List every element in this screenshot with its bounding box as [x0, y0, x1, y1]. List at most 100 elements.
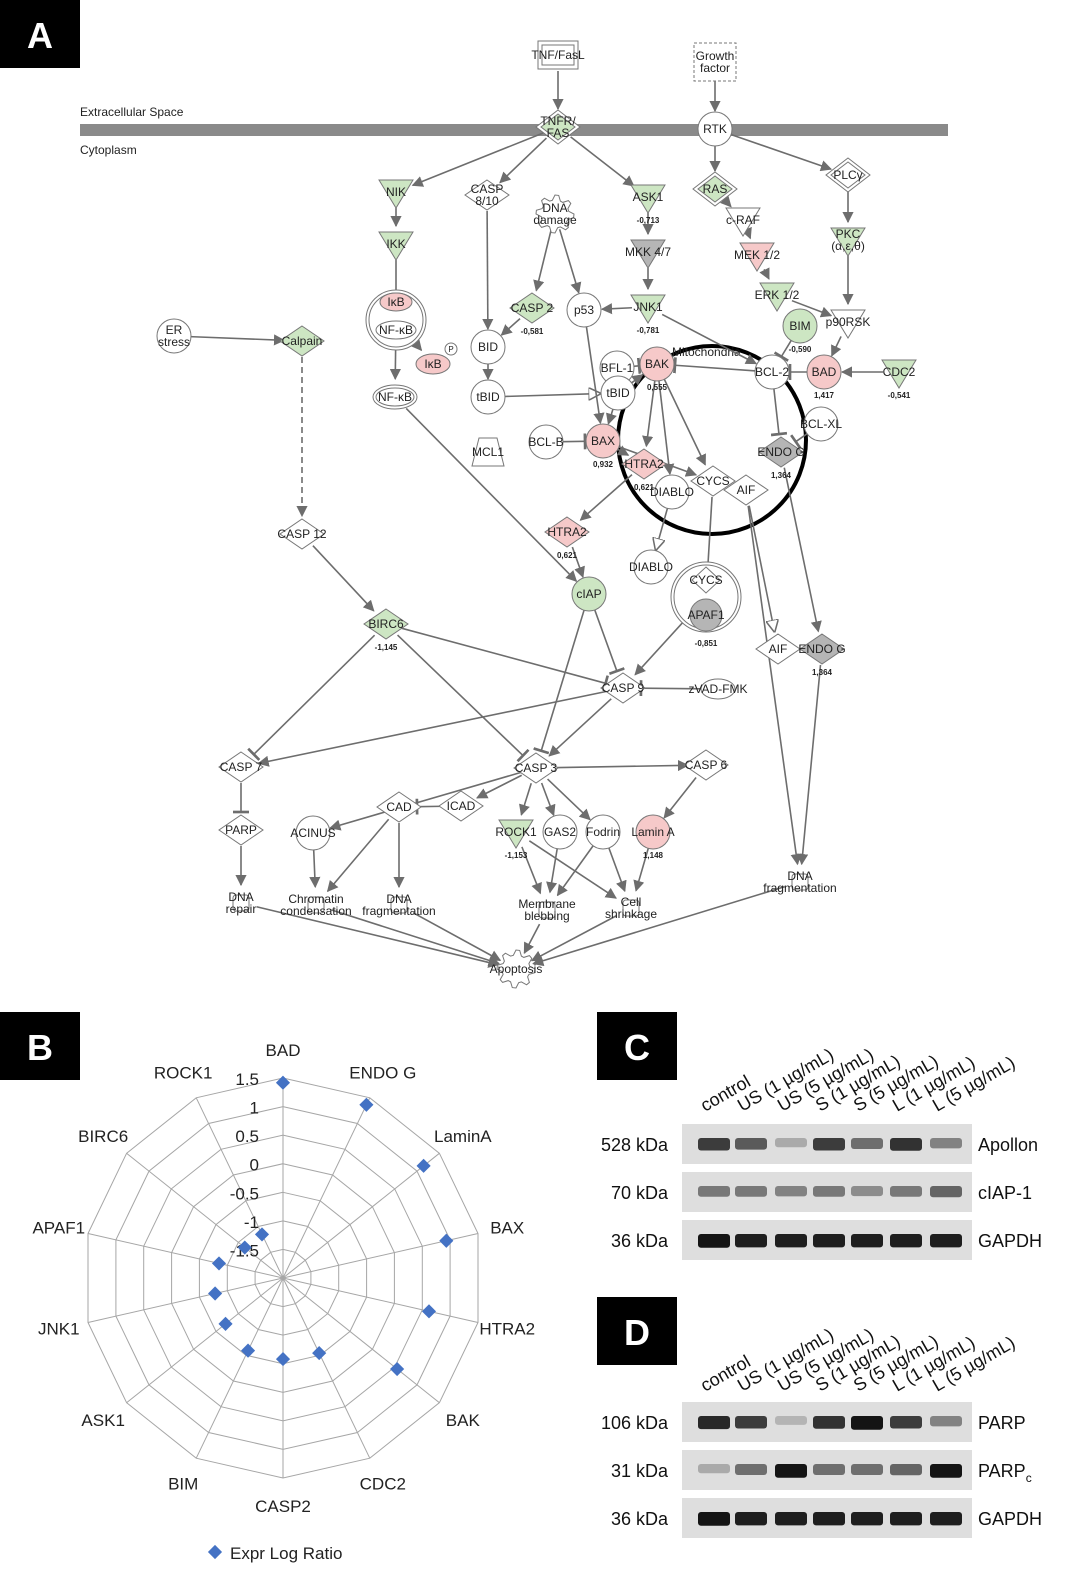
- node-label-cycsapaf-2: APAF1: [687, 608, 724, 622]
- legend-marker: [207, 1544, 223, 1560]
- blot-band: [735, 1464, 767, 1475]
- radar-point: [218, 1316, 233, 1331]
- pathway-node-craf: c-RAF: [725, 207, 761, 237]
- radar-tick-label: 0: [250, 1156, 259, 1175]
- node-value-endog2: 1,364: [812, 668, 833, 677]
- pathway-node-pkc: PKC(α,ε,θ): [830, 227, 866, 257]
- radar-point: [439, 1233, 454, 1248]
- blot-band: [851, 1416, 883, 1430]
- edge-casp9-casp3: [548, 698, 612, 757]
- mitochondria-label: Mitochondria: [672, 345, 741, 359]
- pathway-node-bfl1: BFL-1: [599, 350, 635, 386]
- blot-band: [851, 1138, 883, 1149]
- radar-axis-label: ENDO G: [349, 1064, 416, 1083]
- pathway-node-casp12: CASP 12: [277, 518, 327, 550]
- blot-band: [813, 1186, 845, 1197]
- node-label-tnfr: TNFR/FAS: [540, 114, 576, 140]
- phospho-ikbp: P: [448, 345, 453, 354]
- pathway-node-fodrin: Fodrin: [585, 814, 621, 850]
- blot-band: [813, 1138, 845, 1151]
- edge-erk-p90rsk: [791, 299, 833, 318]
- blot-band: [930, 1138, 962, 1149]
- radar-spoke: [282, 1277, 371, 1459]
- node-label-rock1: ROCK1: [495, 825, 537, 839]
- blot-band: [775, 1464, 807, 1478]
- blot-band: [775, 1186, 807, 1197]
- edge-dnadmg-p53: [558, 229, 582, 294]
- node-label-bclb: BCL-B: [528, 435, 563, 449]
- edge-bak-diablo1: [658, 379, 675, 476]
- blot-band: [813, 1234, 845, 1248]
- radar-axis-label: BIRC6: [78, 1127, 128, 1146]
- radar-tick-label: -1: [244, 1213, 259, 1232]
- pathway-node-acinus: ACINUS: [290, 815, 336, 851]
- radar-axis-label: BIM: [168, 1474, 198, 1493]
- node-label-p53: p53: [574, 303, 594, 317]
- pathway-node-nik: NIK: [378, 179, 414, 209]
- radar-spoke: [282, 1277, 440, 1404]
- panel-b-label: B: [27, 1027, 53, 1068]
- pathway-node-zvad: zVAD-FMK: [688, 678, 748, 700]
- blot-kda-label: 106 kDa: [601, 1413, 669, 1433]
- blot-kda-label: 36 kDa: [611, 1509, 669, 1529]
- blot-band: [890, 1512, 922, 1526]
- radar-axis-label: BAX: [490, 1218, 524, 1237]
- radar-spoke: [195, 1277, 284, 1459]
- panel-a: A Extracellular Space Cytoplasm Mitochon…: [0, 0, 948, 989]
- edge-cellshrink-apoptosis: [530, 914, 618, 962]
- node-label-htra2a: HTRA2: [624, 457, 664, 471]
- radar-spoke: [87, 1233, 284, 1279]
- blot-band: [890, 1416, 922, 1429]
- blot-band: [930, 1234, 962, 1248]
- pathway-node-mkk: MKK 4/7: [625, 239, 671, 269]
- edge-dnarepair-apoptosis: [256, 905, 500, 968]
- pathway-node-nfkb: NF-κB: [372, 384, 418, 410]
- blot-protein-label: GAPDH: [978, 1231, 1042, 1251]
- pathway-node-ikk: IKK: [378, 231, 414, 261]
- radar-spoke: [126, 1277, 284, 1404]
- node-label-ras: RAS: [703, 182, 728, 196]
- pathway-node-ask1: ASK1-0,713: [630, 184, 666, 225]
- radar-axis-label: ASK1: [81, 1411, 124, 1430]
- pathway-node-ras: RAS: [692, 171, 738, 207]
- node-label-ikbnfkb: IκB: [387, 295, 404, 309]
- blot-band: [890, 1138, 922, 1151]
- edge-diablo1-diablo2: [656, 507, 669, 549]
- node-label-endog2: ENDO G: [798, 642, 845, 656]
- pathway-node-diablo2: DIABLO: [629, 549, 673, 585]
- edge-htra2a-htra2b: [579, 473, 633, 521]
- pathway-node-casp3: CASP 3: [513, 752, 559, 784]
- edge-htra2b-ciap: [571, 546, 585, 579]
- edge-tnfr-ask1: [570, 136, 635, 187]
- node-value-ask1: -0,713: [637, 216, 660, 225]
- blot-band: [735, 1416, 767, 1429]
- node-label-apoptosis: Apoptosis: [490, 962, 543, 976]
- edge-aif1-aif2: [748, 505, 774, 632]
- edge-ras-craf: [720, 195, 732, 208]
- pathway-node-aif1: AIF: [723, 474, 769, 506]
- blot-kda-label: 31 kDa: [611, 1461, 669, 1481]
- node-label-htra2b: HTRA2: [547, 525, 587, 539]
- node-label-bim: BIM: [789, 319, 810, 333]
- panel-b-label-box: [0, 1012, 80, 1080]
- blot-band: [775, 1138, 807, 1148]
- node-label-calpain: Calpain: [282, 334, 323, 348]
- edge-bcl2-bak: [673, 357, 757, 374]
- edge-casp3-icad: [476, 774, 523, 799]
- node-label-cdc2: CDC2: [883, 365, 916, 379]
- node-label-pkc: PKC(α,ε,θ): [831, 227, 865, 253]
- radar-point: [359, 1097, 374, 1112]
